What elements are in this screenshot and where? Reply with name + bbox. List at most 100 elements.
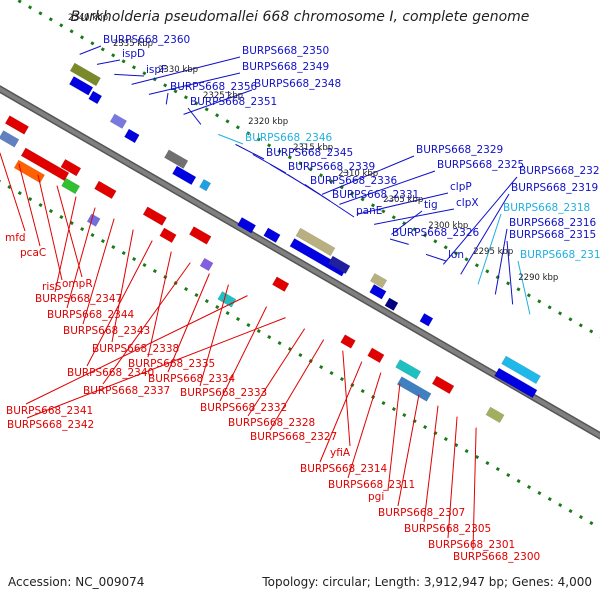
reverse-leader-line <box>397 394 420 507</box>
reverse-gene-label: BURPS668_2333 <box>180 387 267 399</box>
reverse-leader-line <box>0 152 26 232</box>
forward-gene-label: BURPS668_2326 <box>392 227 480 239</box>
reverse-gene-label: risS <box>42 281 62 293</box>
scale-tick-label: 2330 kbp <box>158 65 198 75</box>
reverse-leader-line <box>37 174 63 281</box>
forward-gene-label: BURPS668_2318 <box>503 202 590 214</box>
reverse-gene-label: BURPS668_2301 <box>428 539 515 551</box>
reverse-leader-line <box>18 163 41 247</box>
forward-leader-line <box>356 192 449 215</box>
forward-leader-line <box>494 228 508 295</box>
forward-leader-line <box>165 92 169 105</box>
forward-gene-label: BURPS668_2329 <box>416 144 503 156</box>
forward-gene-label: lon <box>448 249 464 261</box>
gene-feature-25 <box>94 180 117 200</box>
gene-feature-24 <box>61 177 81 195</box>
forward-gene-label: BURPS668_2339 <box>288 161 375 173</box>
reverse-gene-label: BURPS668_2311 <box>328 479 415 491</box>
reverse-leader-line <box>56 185 83 278</box>
forward-gene-label: BURPS668_2313 <box>520 249 600 261</box>
forward-gene-label: BURPS668_2331 <box>332 189 419 201</box>
reverse-leader-line <box>111 229 134 343</box>
reverse-leader-line <box>319 361 363 463</box>
reverse-leader-line <box>199 284 229 387</box>
forward-leader-line <box>252 153 287 174</box>
forward-leader-line <box>460 193 510 275</box>
scale-tick-label: 2290 kbp <box>518 273 558 283</box>
gene-feature-15 <box>384 297 399 312</box>
gene-feature-1 <box>68 76 94 96</box>
forward-leader-line <box>114 73 145 77</box>
reverse-gene-label: BURPS668_2314 <box>300 463 388 475</box>
forward-leader-line <box>183 89 253 115</box>
reverse-gene-label: BURPS668_2327 <box>250 431 337 443</box>
reverse-gene-label: BURPS668_2335 <box>128 358 215 370</box>
reverse-gene-label: pgi <box>368 491 384 503</box>
forward-leader-line <box>477 213 502 285</box>
gene-feature-34 <box>367 347 385 364</box>
reverse-leader-line <box>167 273 210 373</box>
gene-feature-6 <box>172 165 197 186</box>
gene-feature-9 <box>263 227 281 244</box>
forward-gene-label: ispF <box>146 64 167 76</box>
accession-text: Accession: NC_009074 <box>8 575 145 589</box>
forward-gene-label: BURPS668_2319 <box>511 182 598 194</box>
scale-tick-label: 2305 kbp <box>383 195 423 205</box>
forward-gene-label: BURPS668_2336 <box>310 175 398 187</box>
forward-gene-label: BURPS668_2315 <box>509 229 596 241</box>
forward-gene-label: BURPS668_2351 <box>190 96 277 108</box>
gene-feature-0 <box>69 62 101 87</box>
reverse-leader-line <box>25 295 248 405</box>
forward-leader-line <box>517 260 531 315</box>
forward-leader-line <box>321 155 415 195</box>
scale-tick-label: 2340 kbp <box>68 13 108 23</box>
forward-gene-label: BURPS668_2345 <box>266 147 353 159</box>
reverse-gene-label: BURPS668_2344 <box>47 309 135 321</box>
gene-feature-27 <box>142 206 167 226</box>
reverse-leader-line <box>86 240 153 367</box>
reverse-gene-label: pcaC <box>20 247 46 259</box>
gene-feature-14 <box>369 284 387 300</box>
scale-tick-label: 2310 kbp <box>338 169 378 179</box>
scale-tick-label: 2335 kbp <box>113 39 153 49</box>
forward-gene-label: BURPS668_2350 <box>242 45 329 57</box>
reverse-leader-line <box>147 251 172 358</box>
forward-leader-line <box>442 176 518 265</box>
forward-gene-label: BURPS668_2356 <box>170 81 258 93</box>
gene-feature-11 <box>289 238 347 277</box>
forward-gene-label: clpP <box>450 181 472 193</box>
gene-feature-17 <box>501 355 541 385</box>
reverse-leader-line <box>387 383 401 491</box>
forward-gene-label: tig <box>424 199 438 211</box>
reverse-leader-line <box>54 196 77 293</box>
reverse-gene-label: BURPS668_2300 <box>453 551 540 563</box>
reverse-gene-label: BURPS668_2307 <box>378 507 465 519</box>
scale-tick-label: 2300 kbp <box>428 221 468 231</box>
forward-leader-line <box>506 240 514 305</box>
gene-feature-2 <box>88 90 103 105</box>
gene-feature-37 <box>431 375 455 395</box>
forward-gene-label: BURPS668_2320 <box>519 165 600 177</box>
reverse-gene-label: BURPS668_2338 <box>92 343 179 355</box>
forward-leader-line <box>425 253 447 262</box>
reverse-gene-label: BURPS668_2341 <box>6 405 93 417</box>
forward-gene-label: BURPS668_2360 <box>103 34 190 46</box>
forward-leader-line <box>304 183 355 218</box>
scale-tick-label: 2315 kbp <box>293 143 333 153</box>
scale-tick-label: 2320 kbp <box>248 117 288 127</box>
topology-text: Topology: circular; Length: 3,912,947 bp… <box>262 575 592 589</box>
scale-tick-label: 2295 kbp <box>473 247 513 257</box>
forward-leader-line <box>96 59 121 65</box>
gene-features <box>0 62 541 424</box>
gene-feature-30 <box>199 257 214 272</box>
reverse-gene-label: BURPS668_2347 <box>35 293 122 305</box>
gene-feature-13 <box>369 272 388 289</box>
gene-feature-20 <box>0 130 20 148</box>
reverse-gene-label: BURPS668_2340 <box>67 367 154 379</box>
gene-feature-18 <box>494 367 538 399</box>
forward-gene-label: BURPS668_2348 <box>254 78 341 90</box>
gene-feature-5 <box>164 149 189 169</box>
forward-gene-label: BURPS668_2325 <box>437 159 524 171</box>
